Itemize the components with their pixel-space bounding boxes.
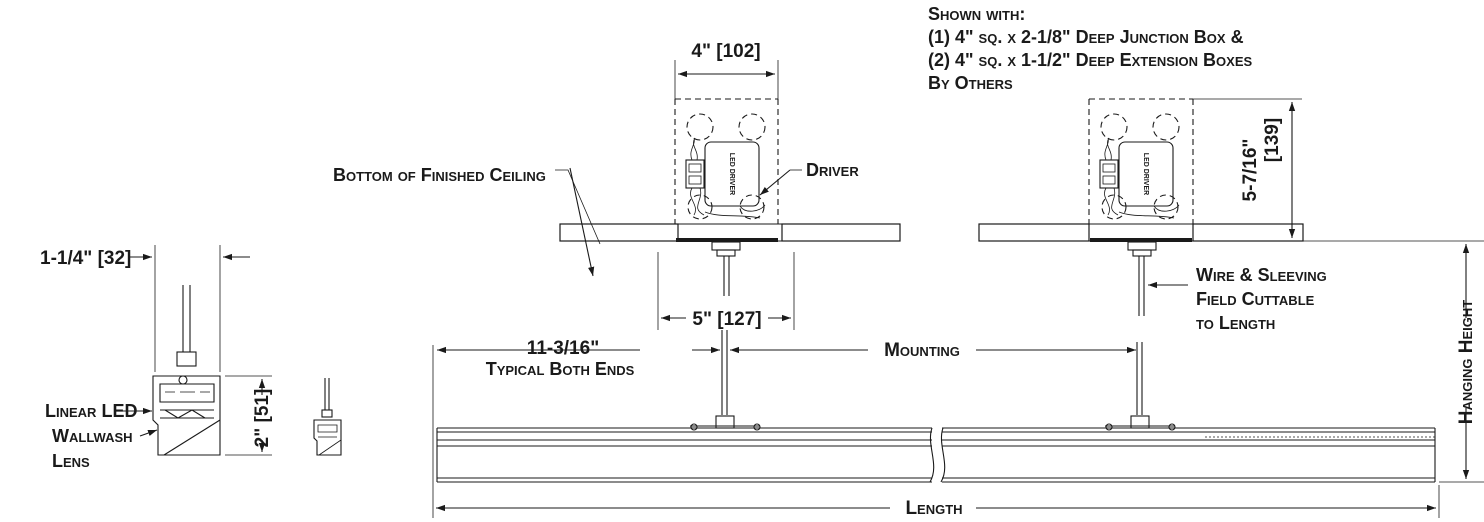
- shown-with-note: Shown with: (1) 4" sq. x 2-1/8" Deep Jun…: [928, 4, 1252, 93]
- lens-callout: Linear LED Wallwash Lens: [45, 401, 158, 471]
- fixture-elevation: [436, 330, 1436, 483]
- dimension-hanging-height: Hanging Height: [1303, 240, 1484, 483]
- svg-text:Field Cuttable: Field Cuttable: [1196, 289, 1315, 309]
- profile-section-view: 1-1/4" [32] 2" [51]: [40, 245, 273, 456]
- junction-box-outline: [1088, 98, 1194, 224]
- svg-text:Bottom of Finished Ceiling: Bottom of Finished Ceiling: [333, 165, 546, 185]
- junction-box-outline: [674, 98, 779, 224]
- dimension-mounting: Mounting: [730, 340, 1136, 361]
- svg-text:Mounting: Mounting: [884, 340, 960, 361]
- svg-text:5" [127]: 5" [127]: [692, 309, 761, 330]
- wire-callout: Wire & Sleeving Field Cuttable to Length: [1148, 265, 1327, 333]
- svg-text:(2) 4" sq. x 1-1/2" Deep Exten: (2) 4" sq. x 1-1/2" Deep Extension Boxes: [928, 50, 1252, 70]
- dimension-length: Length: [432, 345, 1440, 519]
- svg-text:Linear LED: Linear LED: [45, 401, 137, 421]
- svg-text:4" [102]: 4" [102]: [691, 41, 760, 62]
- svg-text:(1) 4" sq. x 2-1/8" Deep Junct: (1) 4" sq. x 2-1/8" Deep Junction Box &: [928, 27, 1244, 47]
- ceiling-assembly-left: LED DRIVER: [559, 98, 901, 296]
- profile-small-view: [313, 378, 342, 456]
- svg-text:Typical Both Ends: Typical Both Ends: [486, 359, 635, 379]
- driver-callout: Driver: [759, 160, 859, 196]
- svg-text:[139]: [139]: [1262, 118, 1283, 162]
- svg-text:Shown with:: Shown with:: [928, 4, 1025, 24]
- dimension-5in: 5" [127]: [657, 252, 795, 330]
- svg-text:Wire & Sleeving: Wire & Sleeving: [1196, 265, 1327, 285]
- driver-body: [1118, 141, 1174, 207]
- dimension-box-height: 5-7/16" [139]: [1193, 98, 1302, 242]
- svg-text:Lens: Lens: [52, 451, 90, 471]
- svg-text:LED DRIVER: LED DRIVER: [1142, 153, 1149, 195]
- svg-text:Wallwash: Wallwash: [52, 426, 133, 446]
- svg-text:Length: Length: [905, 498, 962, 519]
- driver-body: [704, 141, 760, 207]
- svg-text:2" [51]: 2" [51]: [252, 389, 273, 448]
- svg-text:Driver: Driver: [806, 160, 859, 180]
- svg-text:By Others: By Others: [928, 73, 1013, 93]
- svg-text:11-3/16": 11-3/16": [527, 338, 599, 359]
- svg-text:Hanging Height: Hanging Height: [1456, 300, 1477, 425]
- ceiling-slab: [1192, 223, 1304, 242]
- ceiling-slab: [978, 223, 1090, 242]
- ceiling-slab: [559, 223, 679, 242]
- ceiling-callout: Bottom of Finished Ceiling: [333, 165, 601, 277]
- svg-text:5-7/16": 5-7/16": [1240, 139, 1261, 202]
- dimension-4in: 4" [102]: [674, 41, 779, 99]
- dimension-end-offset: 11-3/16" Typical Both Ends: [437, 338, 720, 379]
- ceiling-slab: [781, 223, 901, 242]
- svg-text:LED DRIVER: LED DRIVER: [728, 153, 735, 195]
- svg-text:1-1/4" [32]: 1-1/4" [32]: [40, 248, 131, 269]
- svg-text:to Length: to Length: [1196, 313, 1275, 333]
